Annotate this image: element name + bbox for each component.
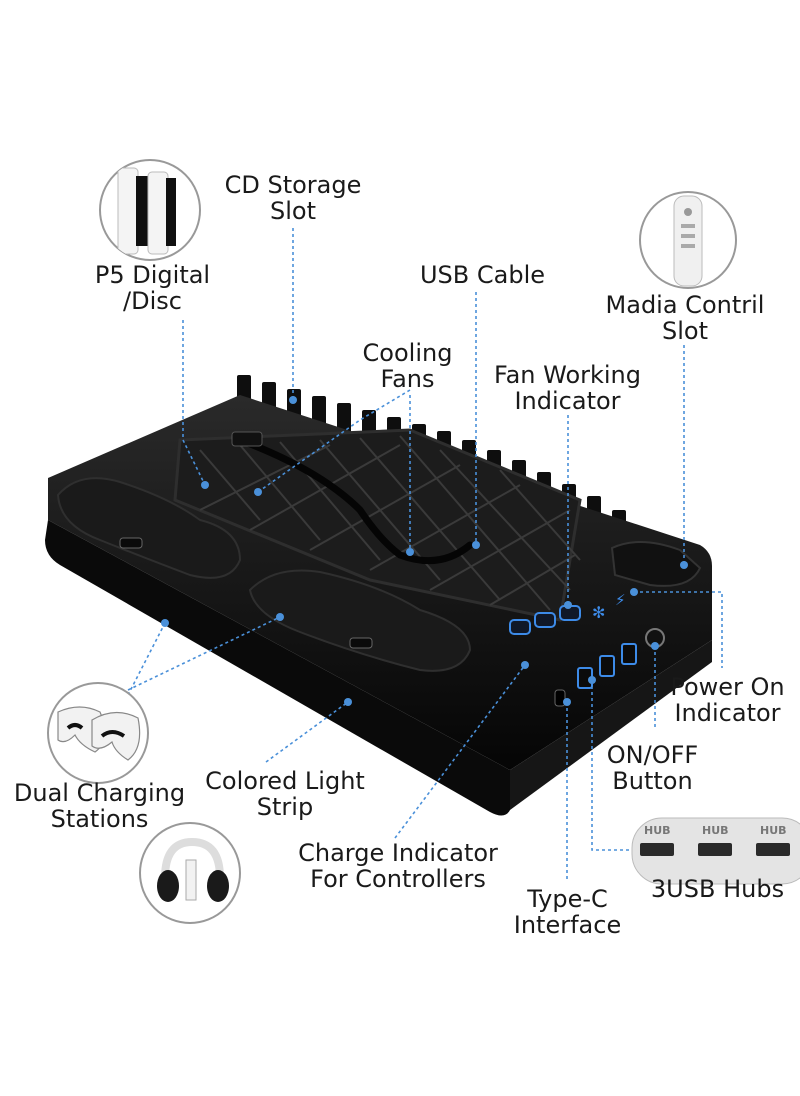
label-fan-working-indicator: Fan Working Indicator [493, 361, 642, 415]
label-usb-cable: USB Cable [419, 261, 546, 289]
console-inset [99, 159, 201, 261]
left-controller-dock [56, 477, 242, 579]
headset-inset [139, 822, 241, 924]
usb-cable [236, 436, 474, 565]
right-dock-connector [349, 637, 373, 649]
label-cooling-fans: Cooling Fans [362, 339, 453, 393]
left-dock-connector [119, 537, 143, 549]
leader-lines [127, 228, 723, 880]
label-madia-contril-slot: Madia Contril Slot [605, 291, 765, 345]
label-type-c-interface: Type-C Interface [513, 885, 622, 939]
indicator-panel: ✻ ⚡ [509, 591, 626, 635]
hub-label-2: HUB [702, 824, 729, 837]
hub-label-1: HUB [644, 824, 671, 837]
label-cd-storage-slot: CD Storage Slot [224, 171, 362, 225]
stand-side-face [510, 640, 712, 810]
usb-cable-plug [231, 431, 263, 447]
label-power-on-indicator: Power On Indicator [670, 673, 785, 727]
right-controller-dock [248, 569, 472, 672]
label-dual-charging-stations: Dual Charging Stations [13, 779, 186, 833]
stand-front-face [45, 520, 510, 816]
controllers-inset [47, 682, 149, 784]
media-remote-slot [610, 540, 702, 587]
leader-dots [161, 396, 688, 706]
label-charge-indicator: Charge Indicator For Controllers [298, 839, 498, 893]
label-colored-light-strip: Colored Light Strip [205, 767, 365, 821]
fan-indicator-icon: ✻ [592, 603, 605, 622]
label-3usb-hubs: 3USB Hubs [650, 875, 785, 903]
media-remote-inset [639, 191, 737, 289]
type-c-port [554, 689, 566, 707]
power-indicator-icon: ⚡ [615, 591, 626, 609]
cooling-fan-mesh [173, 428, 582, 622]
label-p5-digital-disc: P5 Digital /Disc [94, 261, 211, 315]
usb-hub-inset: HUB HUB HUB [631, 817, 800, 885]
usb-hub-ports [577, 643, 637, 689]
label-on-off-button: ON/OFF Button [606, 741, 699, 795]
hub-label-3: HUB [760, 824, 787, 837]
charging-stand: ✻ ⚡ [45, 375, 712, 816]
